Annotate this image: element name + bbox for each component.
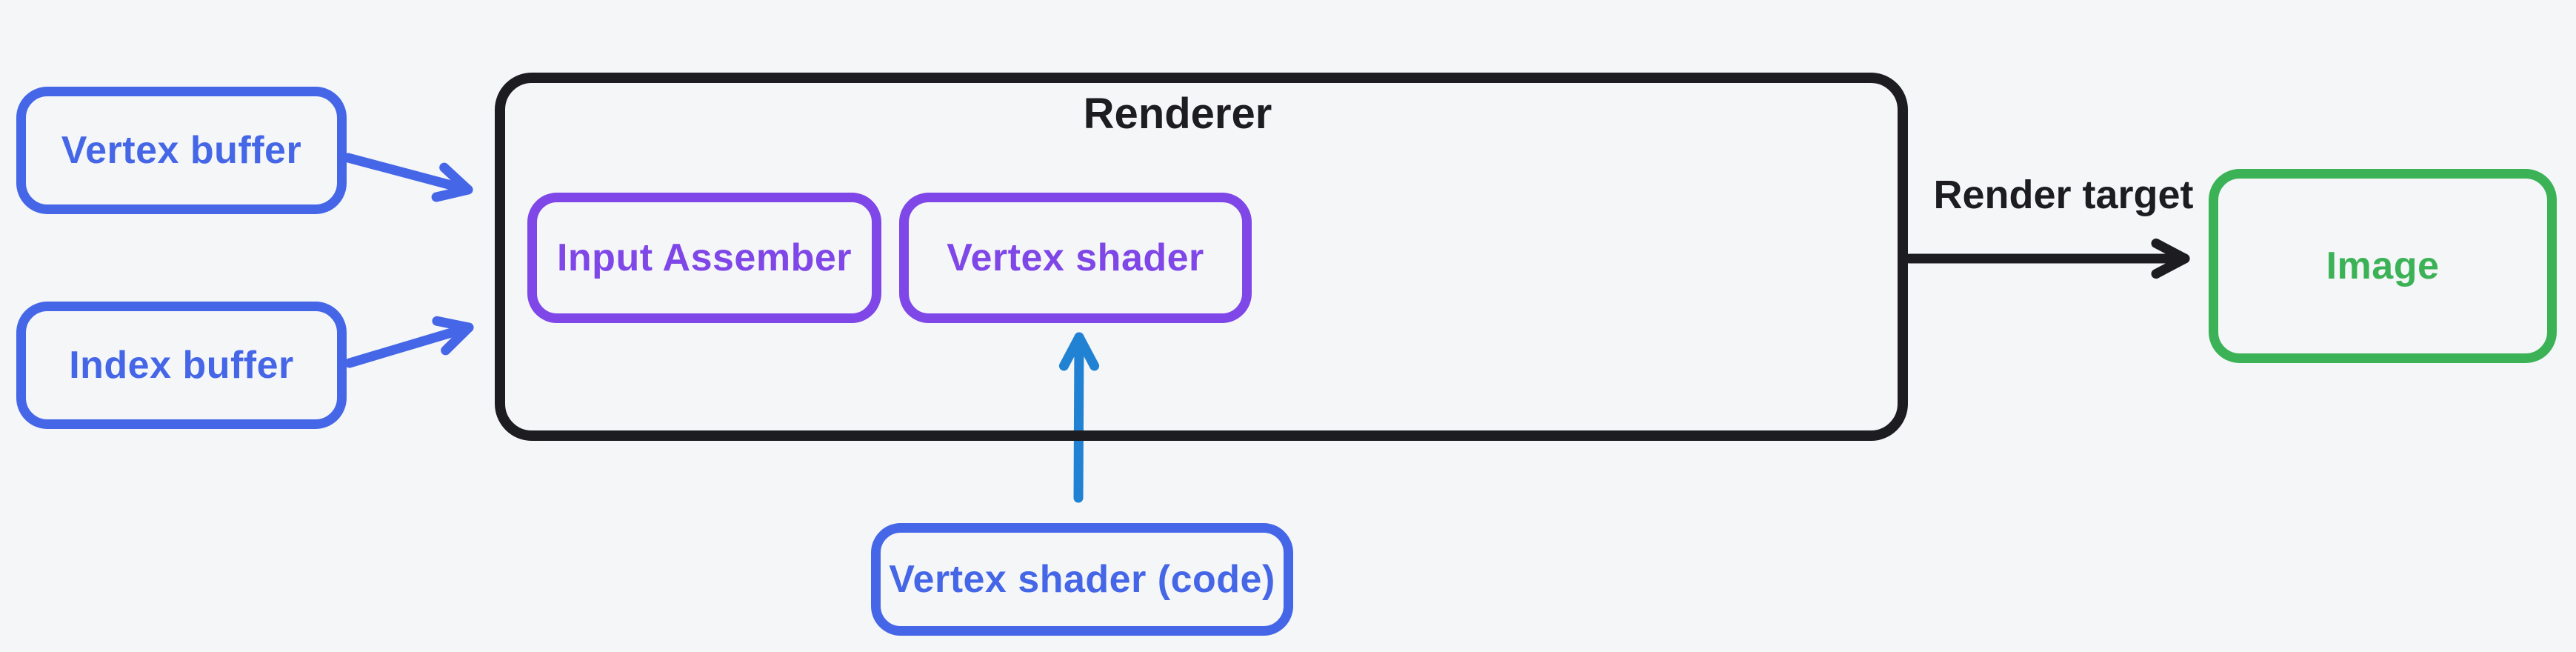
arrow-vertex-buffer-to-renderer[interactable] [343, 153, 473, 202]
render-target-edge-label: Render target [1933, 173, 2194, 217]
vertex-shader-node[interactable]: Vertex shader [899, 193, 1252, 323]
image-node[interactable]: Image [2209, 169, 2557, 363]
vertex-buffer-node[interactable]: Vertex buffer [16, 87, 347, 214]
renderer-node-label: Renderer [1083, 90, 1272, 138]
index-buffer-label: Index buffer [69, 344, 294, 387]
vertex-shader-code-node[interactable]: Vertex shader (code) [871, 523, 1293, 636]
vertex-shader-code-label: Vertex shader (code) [889, 558, 1275, 601]
index-buffer-node[interactable]: Index buffer [16, 302, 347, 429]
input-assember-label: Input Assember [556, 236, 852, 279]
input-assember-node[interactable]: Input Assember [527, 193, 881, 323]
image-label: Image [2326, 245, 2440, 287]
vertex-buffer-label: Vertex buffer [61, 129, 302, 172]
renderer-node[interactable] [495, 73, 1908, 441]
vertex-shader-label: Vertex shader [947, 236, 1204, 279]
arrow-renderer-to-image[interactable] [1904, 238, 2190, 279]
arrow-index-buffer-to-renderer[interactable] [344, 316, 474, 368]
arrow-code-to-vertex-shader[interactable] [1058, 332, 1100, 503]
